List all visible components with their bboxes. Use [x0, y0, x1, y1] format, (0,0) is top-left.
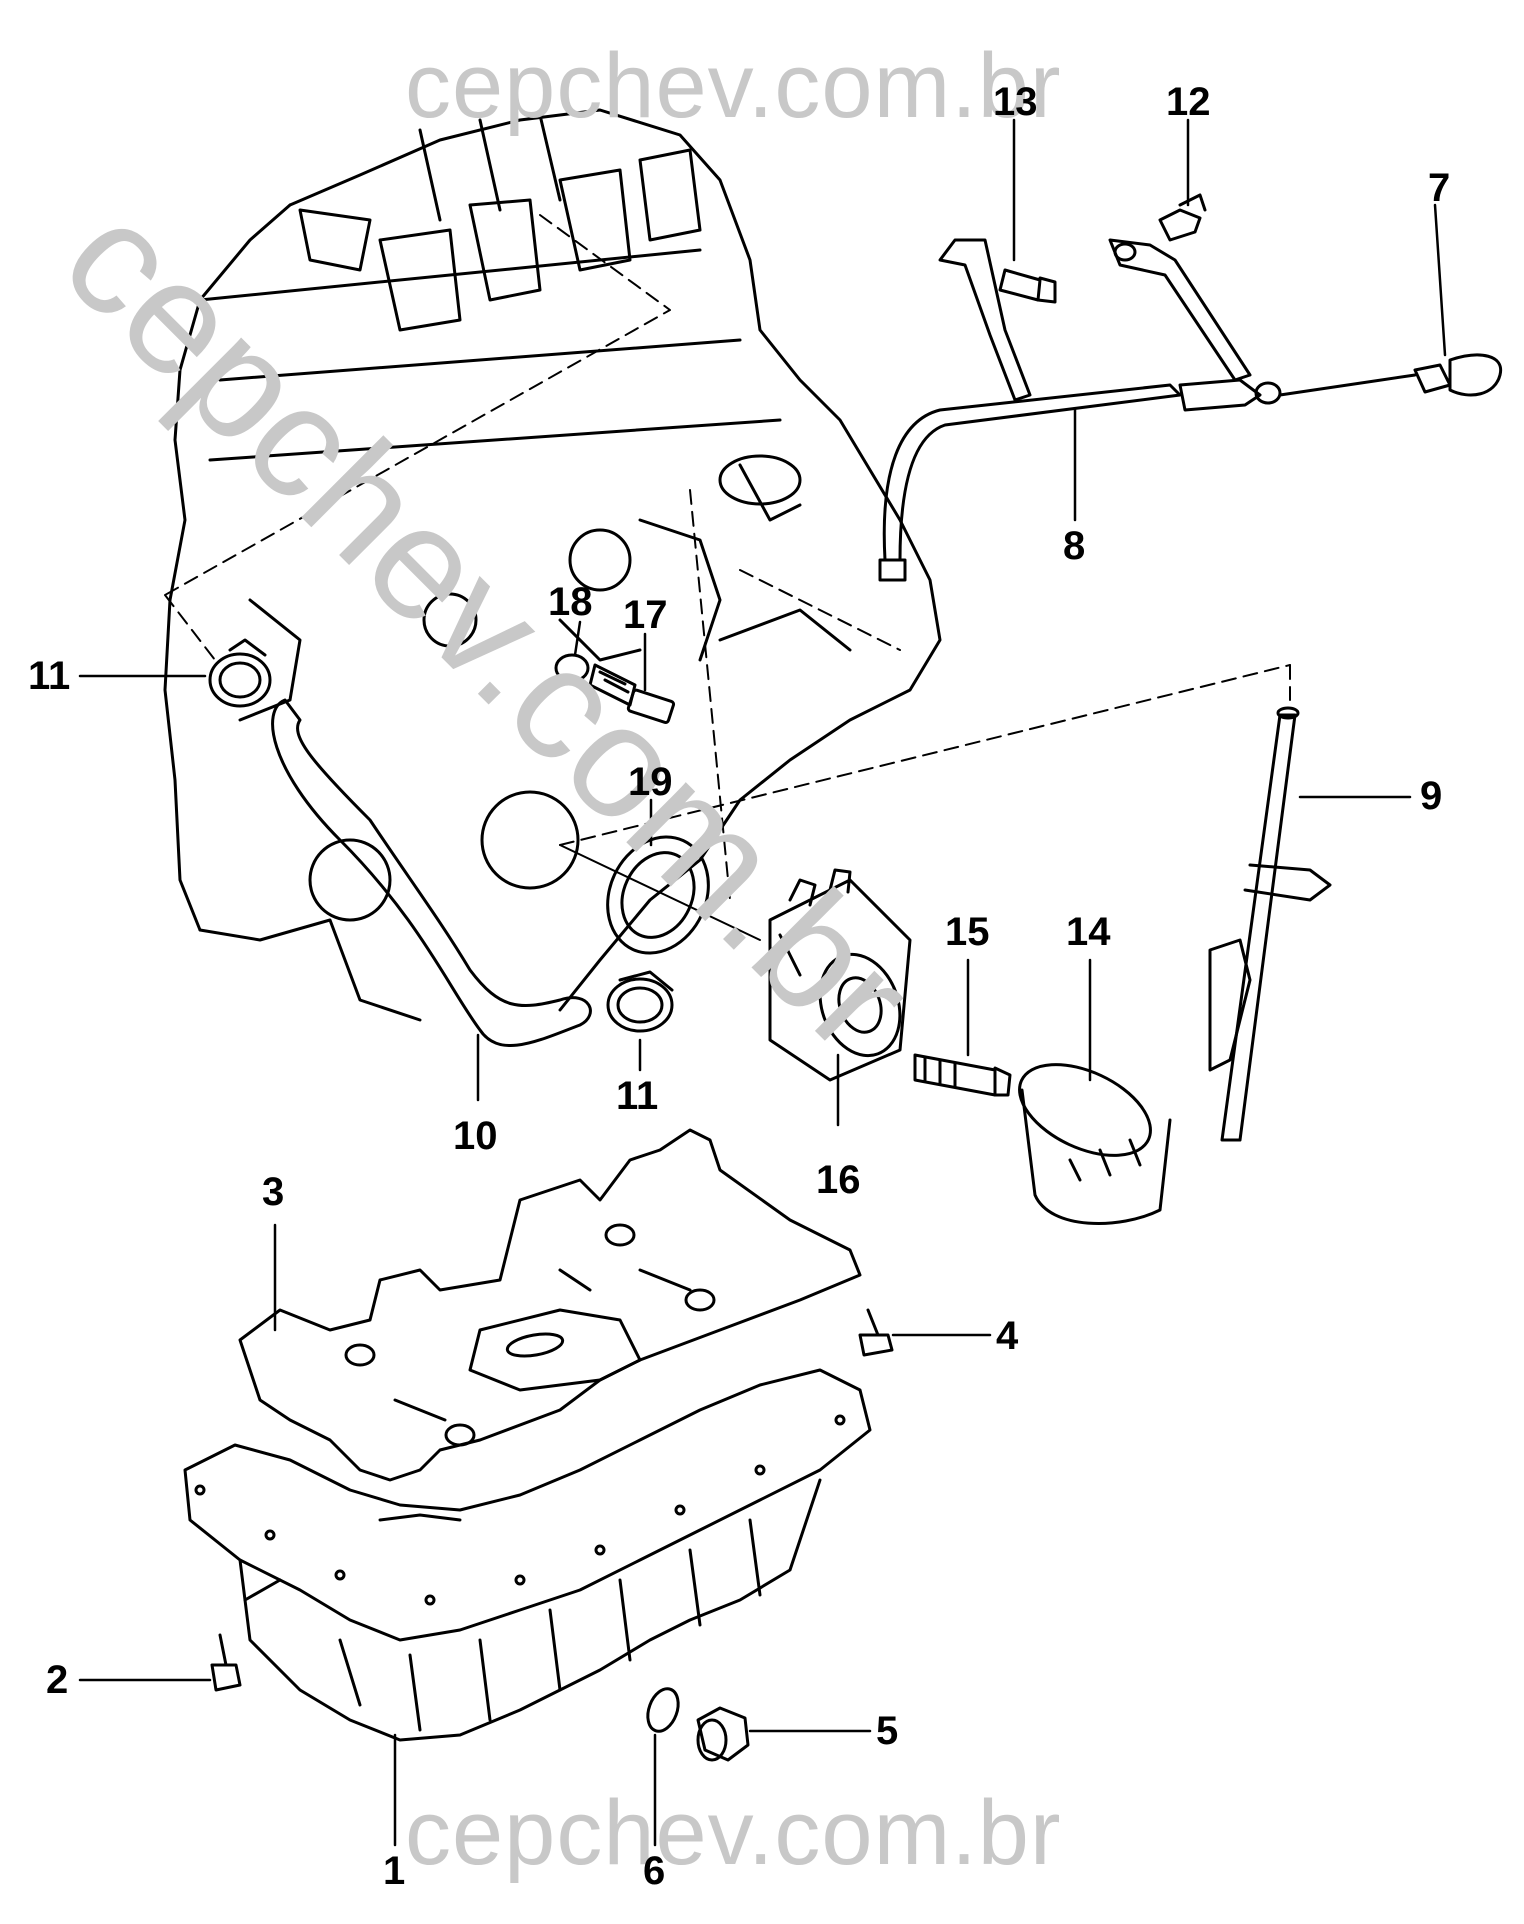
callout-12: 12	[1166, 80, 1211, 124]
callout-11-upper: 11	[28, 654, 71, 698]
part-15-connector-bolt	[913, 1053, 1012, 1097]
engine-block	[163, 108, 942, 1022]
callout-19: 19	[628, 760, 673, 804]
callout-9: 9	[1420, 774, 1443, 818]
callout-5: 5	[876, 1709, 899, 1753]
callout-15: 15	[945, 910, 990, 954]
part-8-dipstick-tube	[878, 238, 1282, 582]
part-4-bolt	[858, 1308, 894, 1357]
watermark-bottom: cepchev.com.br	[405, 1782, 1062, 1884]
callout-14: 14	[1066, 910, 1111, 954]
part-14-oil-filter	[1018, 1063, 1172, 1225]
callout-1: 1	[383, 1849, 406, 1893]
part-9-guide-tube	[1208, 706, 1332, 1142]
part-5-drain-plug	[696, 1706, 750, 1762]
part-6-washer	[646, 1687, 680, 1733]
part-13-bolt	[998, 268, 1057, 304]
callout-7: 7	[1428, 166, 1451, 210]
leader-lines	[78, 118, 1447, 1847]
part-10-hose	[271, 698, 592, 1047]
callout-2: 2	[46, 1658, 69, 1702]
callout-16: 16	[816, 1158, 861, 1202]
callout-4: 4	[996, 1314, 1019, 1358]
part-17-sensor	[588, 663, 676, 724]
seal-axis-line	[559, 844, 761, 941]
callout-18: 18	[548, 580, 593, 624]
part-2-bolt	[210, 1633, 242, 1692]
callout-13: 13	[993, 80, 1038, 124]
part-11-clamp-upper	[208, 638, 272, 708]
part-11-clamp-lower	[606, 970, 674, 1033]
callout-11-lower: 11	[616, 1074, 659, 1118]
callout-6: 6	[643, 1849, 666, 1893]
part-19-seal	[606, 835, 710, 955]
part-18-washer	[554, 653, 590, 683]
callout-8: 8	[1063, 524, 1086, 568]
reference-lines	[164, 214, 1291, 901]
part-12-bolt	[1158, 193, 1207, 242]
part-16-oil-cooler	[768, 868, 912, 1082]
callout-10: 10	[453, 1114, 498, 1158]
part-7-dipstick	[1278, 353, 1503, 397]
part-3-gasket	[238, 1128, 862, 1482]
callout-3: 3	[262, 1170, 285, 1214]
part-1-oil-pan	[183, 1368, 872, 1742]
callout-17: 17	[623, 593, 668, 637]
watermark-top: cepchev.com.br	[405, 35, 1062, 137]
